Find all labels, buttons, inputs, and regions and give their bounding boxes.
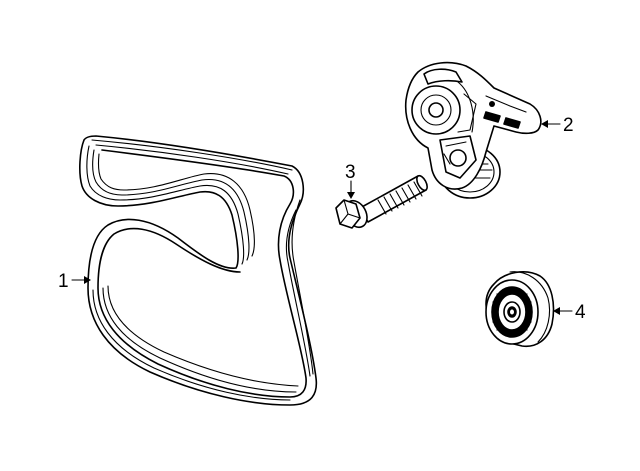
arrow-head-icon <box>347 192 355 199</box>
callout-bolt: 3 <box>345 162 356 199</box>
arrow-head-icon <box>541 120 548 128</box>
callout-label-3: 3 <box>345 162 356 183</box>
serpentine-belt[interactable] <box>79 135 318 406</box>
callout-tensioner: 2 <box>541 115 574 136</box>
callout-label-2: 2 <box>563 115 574 136</box>
tensioner-bolt[interactable] <box>335 174 429 231</box>
belt-tensioner[interactable] <box>404 61 542 199</box>
callout-belt: 1 <box>58 271 91 292</box>
arrow-head-icon <box>553 307 560 315</box>
callout-label-1: 1 <box>58 271 69 292</box>
callout-label-4: 4 <box>575 302 586 323</box>
arrow-head-icon <box>84 276 91 284</box>
callout-idler: 4 <box>553 302 586 323</box>
idler-pulley[interactable] <box>485 271 555 348</box>
